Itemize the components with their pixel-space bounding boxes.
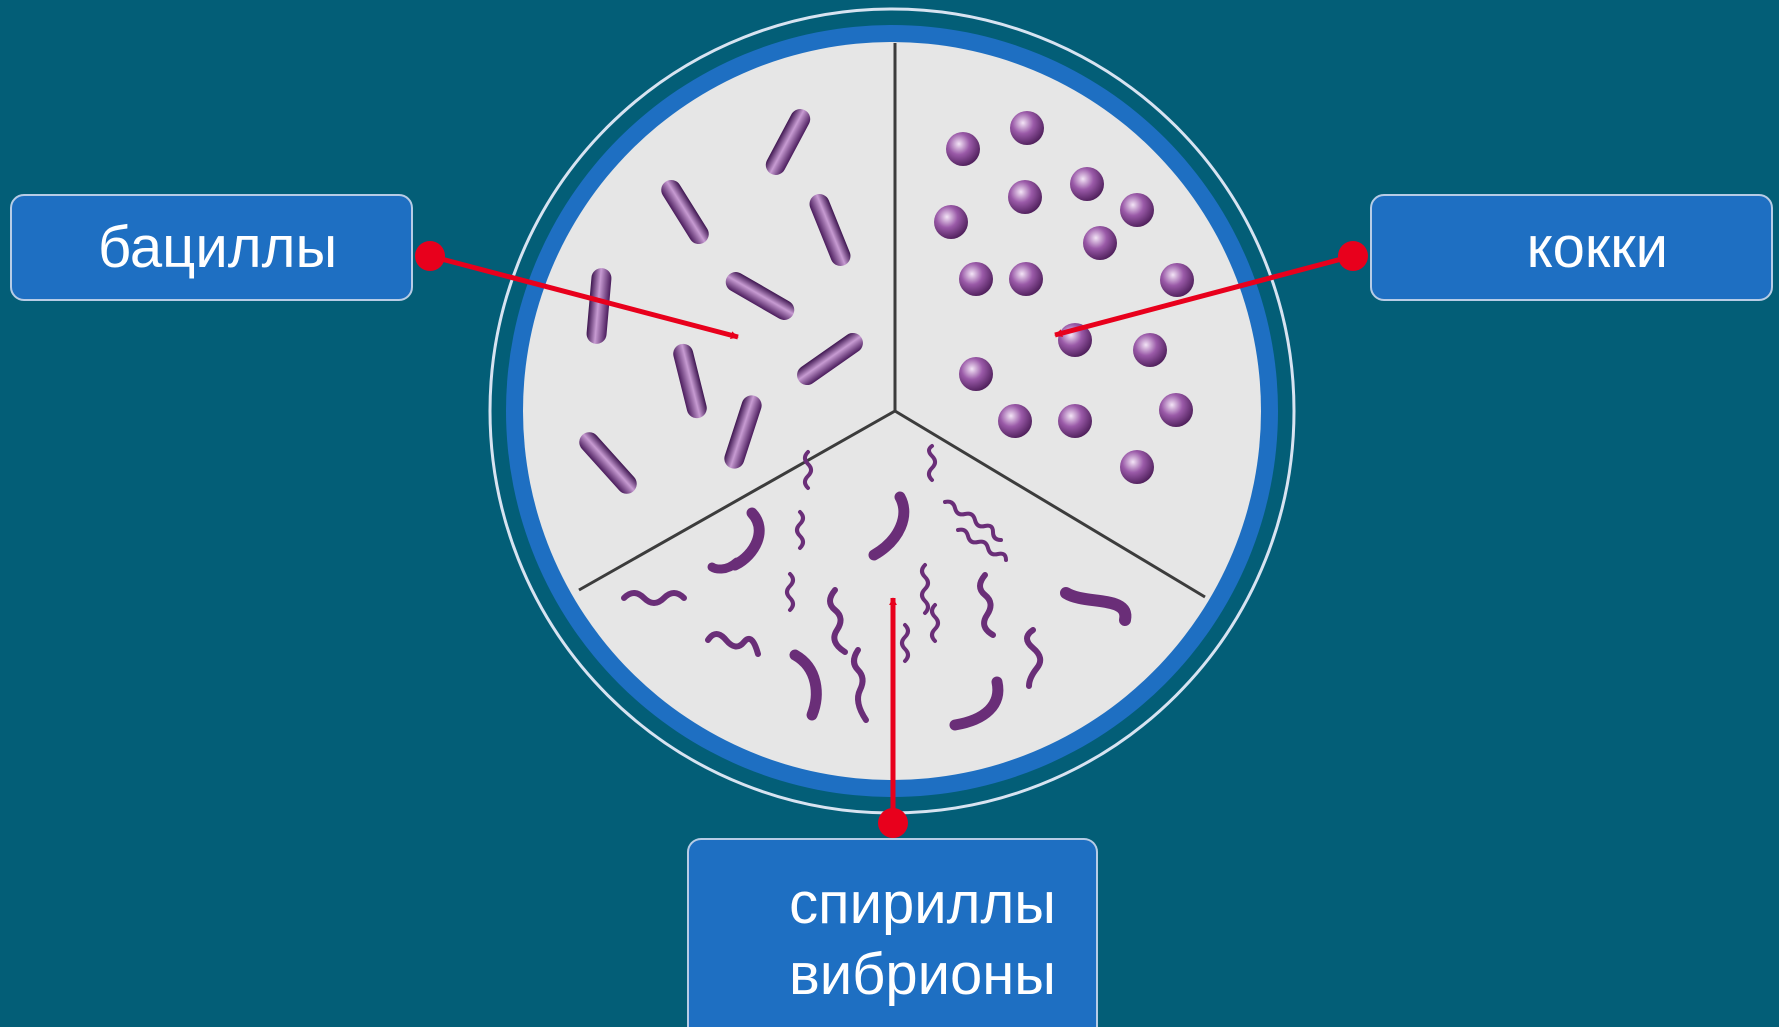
arrow-dot-bacilli bbox=[415, 241, 445, 271]
coccus bbox=[1008, 180, 1042, 214]
coccus bbox=[959, 357, 993, 391]
coccus bbox=[1120, 450, 1154, 484]
coccus bbox=[1058, 404, 1092, 438]
label-cocci: кокки bbox=[1370, 194, 1773, 301]
label-bacilli-text: бациллы bbox=[98, 219, 337, 277]
coccus bbox=[1010, 111, 1044, 145]
label-bacilli: бациллы bbox=[10, 194, 413, 301]
coccus bbox=[1160, 263, 1194, 297]
coccus bbox=[934, 205, 968, 239]
label-vibrio-text: вибрионы bbox=[789, 946, 1056, 1004]
arrow-dot-spirilla bbox=[878, 808, 908, 838]
label-spirilla-text: спириллы bbox=[789, 875, 1056, 933]
label-cocci-text: кокки bbox=[1527, 219, 1668, 277]
coccus bbox=[1120, 193, 1154, 227]
coccus bbox=[1133, 333, 1167, 367]
arrow-dot-cocci bbox=[1338, 241, 1368, 271]
coccus bbox=[959, 262, 993, 296]
coccus bbox=[946, 132, 980, 166]
coccus bbox=[1083, 226, 1117, 260]
coccus bbox=[1159, 393, 1193, 427]
coccus bbox=[1070, 167, 1104, 201]
coccus bbox=[1009, 262, 1043, 296]
label-spirilla-vibrio: спириллы вибрионы bbox=[687, 838, 1098, 1027]
coccus bbox=[998, 404, 1032, 438]
